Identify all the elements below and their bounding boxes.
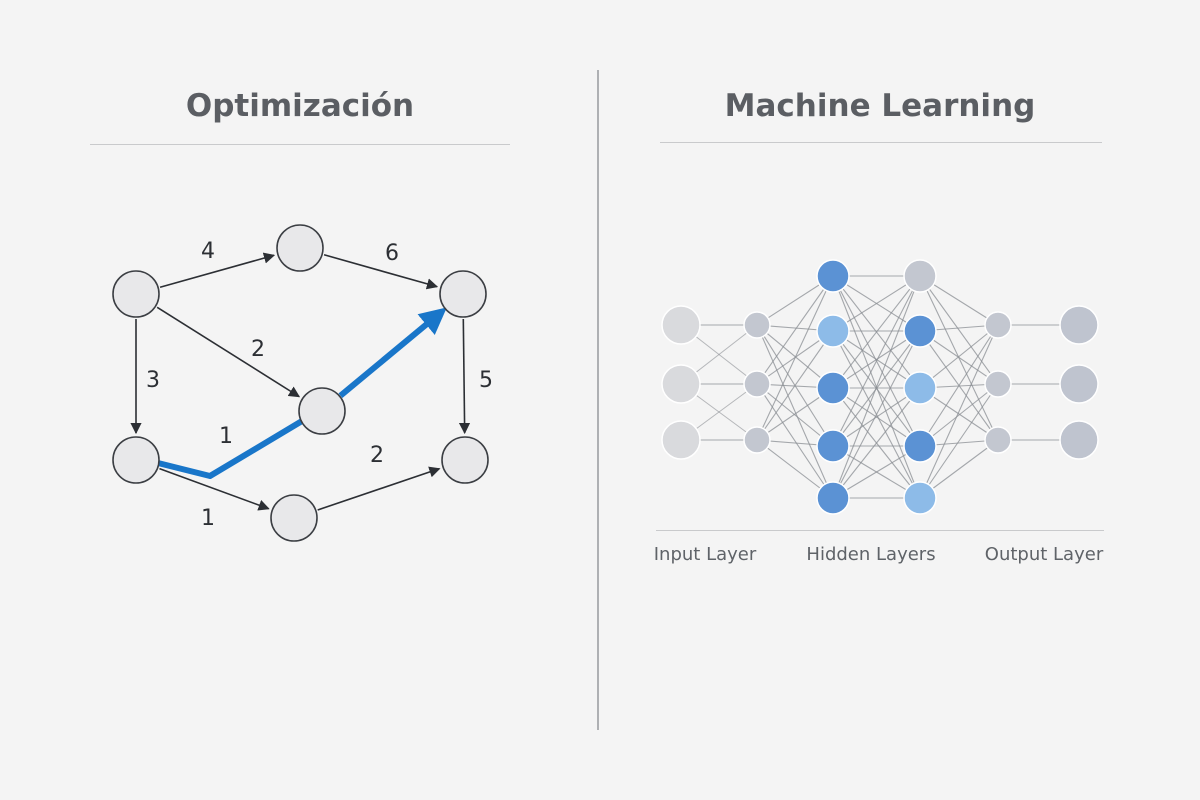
network-connection bbox=[832, 275, 921, 499]
edge-weight-label: 2 bbox=[370, 443, 384, 468]
highlighted-path-segment bbox=[338, 307, 447, 398]
neuron-node bbox=[816, 314, 850, 348]
layer-labels-rule bbox=[656, 530, 1104, 531]
neuron-node bbox=[816, 481, 850, 515]
network-connection bbox=[919, 275, 999, 385]
neuron-node bbox=[743, 426, 771, 454]
neuron-node bbox=[984, 370, 1012, 398]
network-connection bbox=[756, 275, 834, 385]
graph-node bbox=[112, 436, 160, 484]
network-connection bbox=[832, 445, 921, 499]
edge-weight-label: 3 bbox=[146, 368, 160, 393]
edge-weight-label: 2 bbox=[251, 337, 265, 362]
network-connections bbox=[680, 275, 1079, 499]
input-layer-label: Input Layer bbox=[653, 544, 757, 565]
network-connection bbox=[832, 275, 921, 447]
edge-weight-label: 1 bbox=[201, 506, 215, 531]
optimization-title: Optimización bbox=[185, 88, 415, 124]
neuron-node bbox=[661, 364, 701, 404]
neuron-node bbox=[903, 429, 937, 463]
graph-node bbox=[441, 436, 489, 484]
optimization-title-underline bbox=[90, 144, 510, 145]
graph-edge bbox=[156, 306, 301, 398]
neuron-node bbox=[903, 481, 937, 515]
neuron-node bbox=[816, 259, 850, 293]
graph-node bbox=[112, 270, 160, 318]
graph-edge bbox=[317, 466, 441, 511]
network-connection bbox=[832, 330, 921, 389]
graph-node bbox=[270, 494, 318, 542]
network-connection bbox=[832, 275, 921, 389]
network-connection bbox=[756, 383, 834, 499]
neuron-node bbox=[743, 311, 771, 339]
neuron-node bbox=[661, 420, 701, 460]
neuron-node bbox=[1059, 305, 1099, 345]
hidden-layers-label: Hidden Layers bbox=[806, 544, 936, 565]
machine-learning-title-underline bbox=[660, 142, 1102, 143]
graph-edge bbox=[323, 254, 439, 290]
neuron-node bbox=[661, 305, 701, 345]
network-connection bbox=[832, 275, 921, 332]
machine-learning-title: Machine Learning bbox=[724, 88, 1036, 124]
network-connection bbox=[919, 324, 999, 447]
edge-weight-label: 5 bbox=[479, 368, 493, 393]
network-connection bbox=[756, 324, 834, 499]
neuron-node bbox=[816, 429, 850, 463]
neuron-node bbox=[903, 259, 937, 293]
edge-weight-label: 6 bbox=[385, 241, 399, 266]
neuron-node bbox=[984, 426, 1012, 454]
network-connection bbox=[832, 387, 921, 447]
network-connection bbox=[832, 387, 921, 499]
neuron-node bbox=[1059, 420, 1099, 460]
edge-weight-label: 4 bbox=[201, 239, 215, 264]
graph-edge bbox=[159, 252, 276, 289]
output-layer-label: Output Layer bbox=[984, 544, 1104, 565]
neuron-node bbox=[1059, 364, 1099, 404]
graph-node bbox=[439, 270, 487, 318]
graph-edge bbox=[159, 467, 270, 511]
optimization-graph: 4 6 2 3 5 1 1 2 bbox=[112, 224, 493, 542]
network-neurons bbox=[661, 259, 1099, 515]
neuron-node bbox=[743, 370, 771, 398]
graph-edge bbox=[458, 318, 471, 435]
graph-node bbox=[276, 224, 324, 272]
graph-node bbox=[298, 387, 346, 435]
network-connection bbox=[919, 383, 999, 499]
neuron-node bbox=[984, 311, 1012, 339]
neuron-node bbox=[903, 371, 937, 405]
neuron-node bbox=[903, 314, 937, 348]
network-connection bbox=[832, 330, 921, 499]
network-connection bbox=[756, 330, 834, 441]
network-connection bbox=[919, 324, 999, 499]
neuron-node bbox=[816, 371, 850, 405]
highlighted-path-segment bbox=[157, 418, 304, 479]
edge-weight-label: 1 bbox=[219, 424, 233, 449]
panel-divider bbox=[597, 70, 599, 730]
network-connection bbox=[756, 275, 834, 441]
